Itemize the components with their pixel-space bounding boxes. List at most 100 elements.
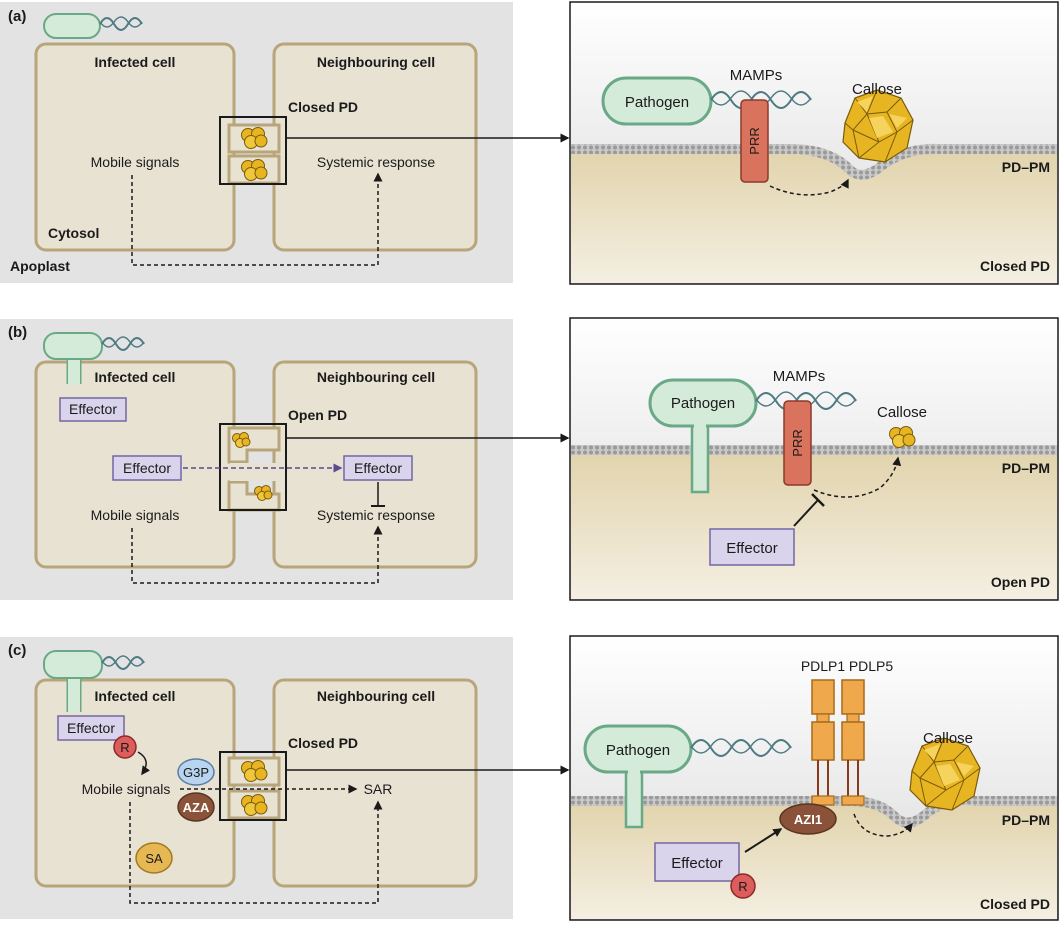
panel-b: (b) Infected cell Neighbouring cell Effe… xyxy=(0,319,570,600)
panel-a-mobile-signals-label: Mobile signals xyxy=(91,154,180,170)
panel-a-zoom-prr-label: PRR xyxy=(747,127,762,154)
panel-c-pdlp1-protein xyxy=(811,679,835,806)
panel-c-zoom-callose-icon xyxy=(909,737,981,811)
panel-a-zoom-signal-arrow xyxy=(769,178,849,196)
panel-c-zoom-pathogen xyxy=(583,724,792,829)
panel-c-g3p-label: G3P xyxy=(183,765,209,780)
panel-a: (a) Infected cell Neighbouring cell Clos… xyxy=(0,2,570,283)
panel-c-zoom-pathogen-label: Pathogen xyxy=(606,742,670,759)
panel-a-zoom-callose-icon xyxy=(842,89,914,163)
panel-b-mobile-signals-label: Mobile signals xyxy=(91,507,180,523)
panel-b-pd-state-label: Open PD xyxy=(288,407,347,423)
panel-b-zoom-pathogen-label: Pathogen xyxy=(671,395,735,412)
panel-b-zoom-membrane-label: PD–PM xyxy=(1002,460,1050,476)
panel-c-zoom-effector-azi1-arrow xyxy=(744,828,783,853)
panel-b-prr-receptor xyxy=(783,400,812,486)
panel-a-neighbouring-cell xyxy=(272,42,478,252)
panel-c-sa-label: SA xyxy=(145,851,163,866)
panel-b-infected-cell-label: Infected cell xyxy=(95,369,176,385)
panel-a-infected-cell-label: Infected cell xyxy=(95,54,176,70)
panel-b-signal-path xyxy=(131,525,383,584)
panel-c-signal-path xyxy=(129,800,383,904)
panel-c-r-label: R xyxy=(120,740,129,755)
panel-b-effector-top-label: Effector xyxy=(69,401,117,417)
panel-c-zoom-effector-label: Effector xyxy=(671,855,722,872)
panel-c-aza xyxy=(177,792,215,822)
panel-a-apoplast-label: Apoplast xyxy=(10,258,70,274)
panel-c-letter: (c) xyxy=(8,642,26,659)
panel-a-zoom-state-label: Closed PD xyxy=(980,258,1050,274)
panel-c-aza-label: AZA xyxy=(183,800,210,815)
panel-a-cytosol-label: Cytosol xyxy=(48,225,99,241)
panel-b-pd-zoom-box xyxy=(219,423,287,511)
panel-c-zoom-pdlp5-label: PDLP5 xyxy=(849,658,894,674)
panel-b-zoom-callose-label: Callose xyxy=(877,404,927,421)
panel-b-effector-right-label: Effector xyxy=(354,460,402,476)
panel-c: (c) Infected cell Neighbouring cell Effe… xyxy=(0,637,570,919)
panel-c-zoom-pdlp1-label: PDLP1 xyxy=(801,658,846,674)
panel-a-callose-upper-icon xyxy=(241,127,268,149)
panel-c-sar-label: SAR xyxy=(364,781,393,797)
panel-c-zoom: Pathogen PDLP1 PDLP5 Callose AZI1 Effect… xyxy=(569,635,1059,921)
panel-a-infected-cell xyxy=(34,42,236,252)
panel-c-callose-upper-icon xyxy=(241,760,268,782)
panel-b-effector-top-box xyxy=(59,397,127,422)
panel-c-zoom-azi1-label: AZI1 xyxy=(794,812,822,827)
panel-c-g3p xyxy=(177,758,215,786)
panel-c-sa xyxy=(135,842,173,874)
panel-a-systemic-response-label: Systemic response xyxy=(317,154,435,170)
panel-c-effector-box xyxy=(57,715,125,741)
panel-b-zoom-mamps-label: MAMPs xyxy=(773,368,826,385)
panel-b-zoom-callose-icon xyxy=(889,426,916,448)
panel-c-infected-cell-label: Infected cell xyxy=(95,688,176,704)
panel-b-zoom-pathogen xyxy=(648,378,857,494)
panel-a-zoom-membrane-label: PD–PM xyxy=(1002,159,1050,175)
panel-b-zoom: Pathogen MAMPs PRR Callose Effector PD–P… xyxy=(569,317,1059,601)
panel-c-pdlp5-protein xyxy=(841,679,865,806)
panel-b-effector-right-box xyxy=(343,455,413,481)
panel-b-effector-left-label: Effector xyxy=(123,460,171,476)
panel-c-zoom-callose-label: Callose xyxy=(923,730,973,747)
panel-b-zoom-state-label: Open PD xyxy=(991,574,1050,590)
panel-c-zoom-effector-box xyxy=(654,842,740,882)
panel-a-zoom-callose-label: Callose xyxy=(852,81,902,98)
panel-a-zoom-mamps-label: MAMPs xyxy=(730,67,783,84)
panel-c-r-protein xyxy=(113,735,137,759)
panel-c-mobile-signals-label: Mobile signals xyxy=(82,781,171,797)
panel-a-letter: (a) xyxy=(8,8,26,25)
panel-a-membrane xyxy=(571,143,1057,180)
panel-b-neighbouring-cell-label: Neighbouring cell xyxy=(317,369,435,385)
panel-c-zoom-r-label: R xyxy=(738,879,747,894)
panel-c-zoom-state-label: Closed PD xyxy=(980,896,1050,912)
panel-a-zoom-pathogen-label: Pathogen xyxy=(625,94,689,111)
panel-b-zoom-effector-box xyxy=(709,528,795,566)
panel-b-letter: (b) xyxy=(8,324,27,341)
panel-a-prr-receptor xyxy=(740,99,769,183)
panel-a-pd-state-label: Closed PD xyxy=(288,99,358,115)
panel-c-neighbouring-cell-label: Neighbouring cell xyxy=(317,688,435,704)
panel-a-neighbouring-cell-label: Neighbouring cell xyxy=(317,54,435,70)
panel-a-zoom: Pathogen MAMPs PRR Callose PD–PM Closed … xyxy=(569,1,1059,285)
panel-b-systemic-response-label: Systemic response xyxy=(317,507,435,523)
panel-c-zoom-signal-arrow xyxy=(853,813,913,837)
panel-b-zoom-prr-label: PRR xyxy=(790,429,805,456)
panel-c-pd-state-label: Closed PD xyxy=(288,735,358,751)
panel-a-signal-path xyxy=(131,172,383,266)
panel-b-effector-left-box xyxy=(112,455,182,481)
panel-c-r-activation-arrow xyxy=(137,751,151,776)
panel-c-azi1 xyxy=(779,803,837,835)
panel-c-callose-lower-icon xyxy=(241,794,268,816)
panel-a-pathogen-icon xyxy=(43,13,143,39)
panel-a-pd-zoom-box xyxy=(219,116,287,185)
panel-a-callose-lower-icon xyxy=(241,159,268,181)
panel-c-effector-label: Effector xyxy=(67,720,115,736)
panel-c-pd-zoom-box xyxy=(219,751,287,821)
panel-c-pathogen-icon xyxy=(43,650,145,712)
panel-b-zoom-inhibition-line xyxy=(793,499,819,527)
panel-b-zoom-effector-label: Effector xyxy=(726,540,777,557)
panel-c-zoom-membrane-label: PD–PM xyxy=(1002,812,1050,828)
panel-a-zoom-pathogen xyxy=(601,76,812,126)
panel-b-zoom-signal-arrow xyxy=(813,456,902,498)
panel-b-pathogen-icon xyxy=(43,332,145,385)
